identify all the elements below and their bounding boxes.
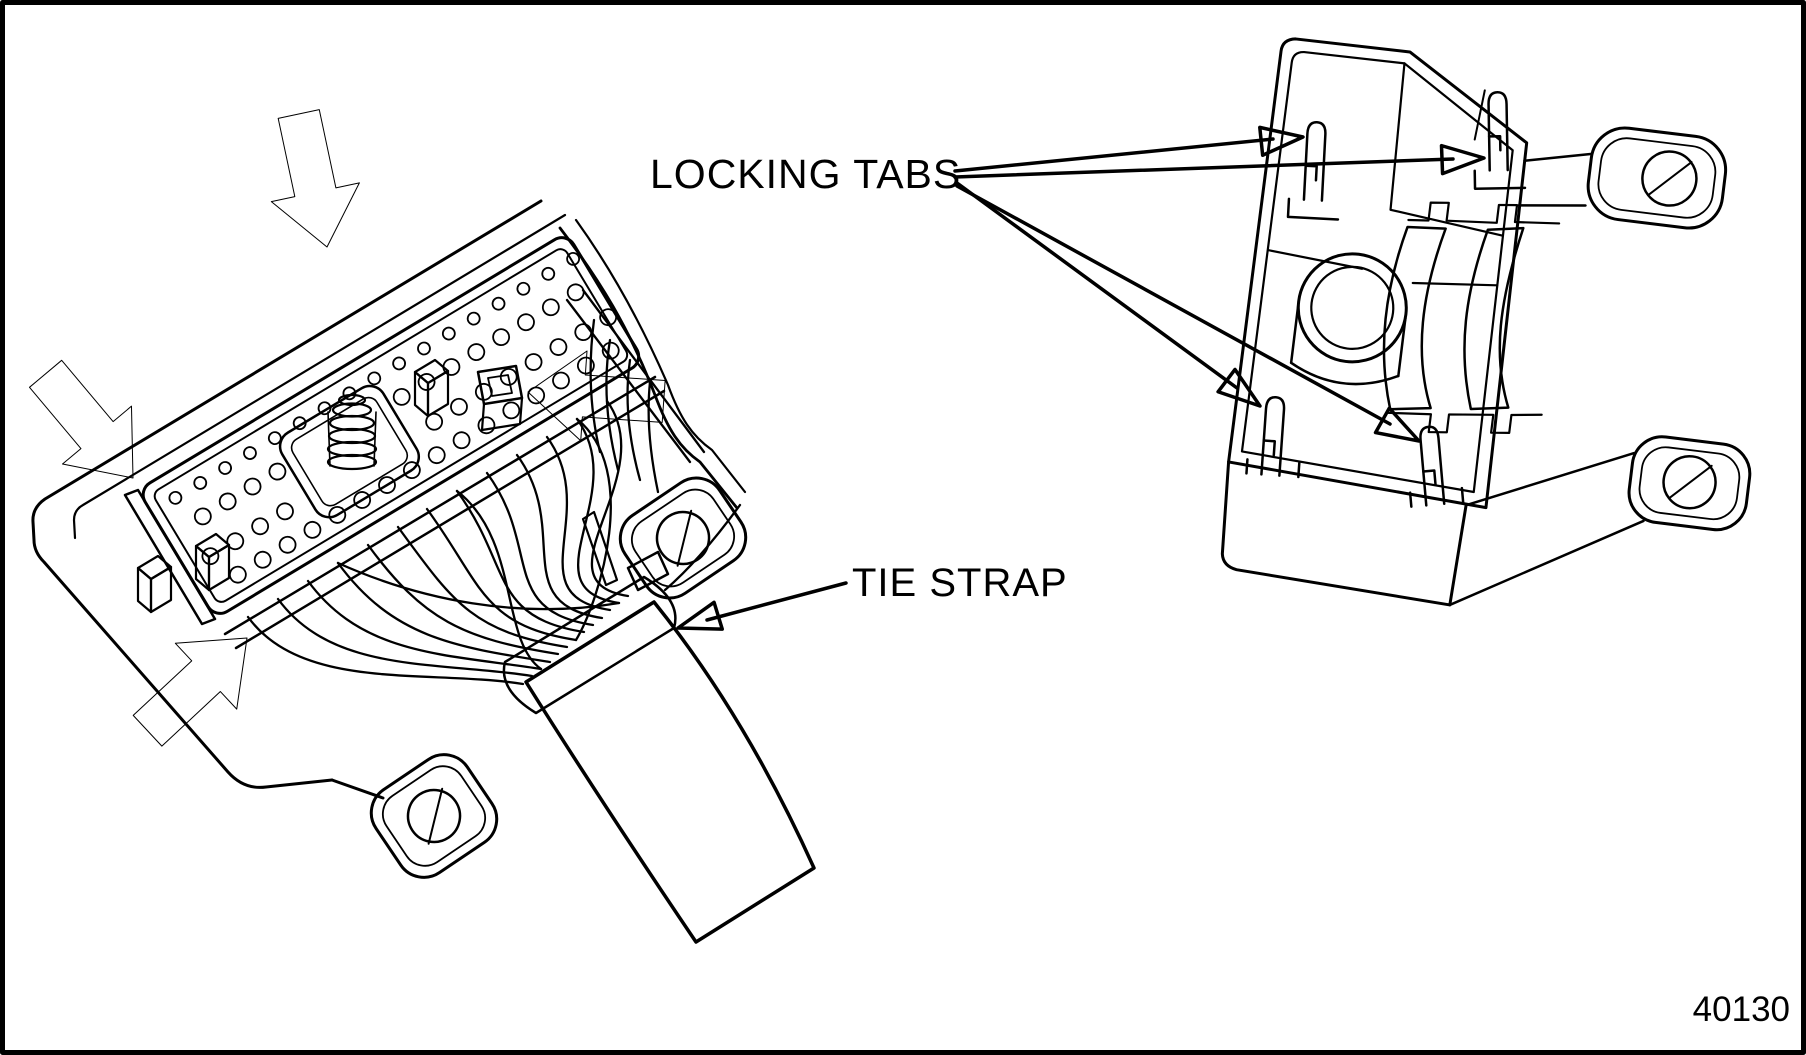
ear-hole (1641, 150, 1698, 207)
locking-tab (1245, 395, 1301, 479)
press-arrow-left (10, 344, 168, 508)
mounting-ear (1448, 435, 1752, 607)
ear-hole (1662, 454, 1717, 510)
housing-interior-lines (1267, 62, 1504, 287)
locking-tabs-label: LOCKING TABS (650, 151, 961, 197)
housing-apron (1220, 460, 1468, 607)
mounting-ear (618, 476, 748, 600)
tie-strap-label: TIE STRAP (852, 561, 1068, 605)
housing-outer-rim (1227, 37, 1529, 510)
ear-hole (406, 788, 462, 844)
pin-holes (168, 251, 620, 584)
ear-hole (655, 510, 711, 566)
connector-housing (1220, 37, 1752, 607)
housing-inner-rim (1240, 50, 1514, 494)
tie-strap-band (502, 510, 677, 715)
press-arrow-top (254, 104, 372, 257)
locking-tabs-pointers (953, 122, 1486, 454)
wire-trough (223, 375, 666, 650)
wire-harness-connector (10, 104, 816, 944)
conduit-grip (1382, 201, 1561, 435)
connector-face (141, 236, 641, 615)
tie-strap-pointer (673, 581, 848, 642)
wire-bundle (246, 318, 660, 686)
figure-number: 40130 (1693, 990, 1790, 1029)
threaded-stud (326, 393, 378, 471)
corrugated-conduit (524, 600, 816, 944)
tie-strap-tail (581, 510, 619, 587)
harness-cover (558, 218, 747, 592)
stud-recess (278, 384, 421, 519)
mounting-ear (369, 753, 499, 879)
mounting-ear (1517, 126, 1728, 230)
press-arrow-bottom (116, 604, 279, 765)
press-arrows (10, 104, 668, 765)
locking-tab (1473, 91, 1527, 190)
tie-strap-buckle (626, 550, 670, 592)
latch-block (476, 364, 524, 432)
